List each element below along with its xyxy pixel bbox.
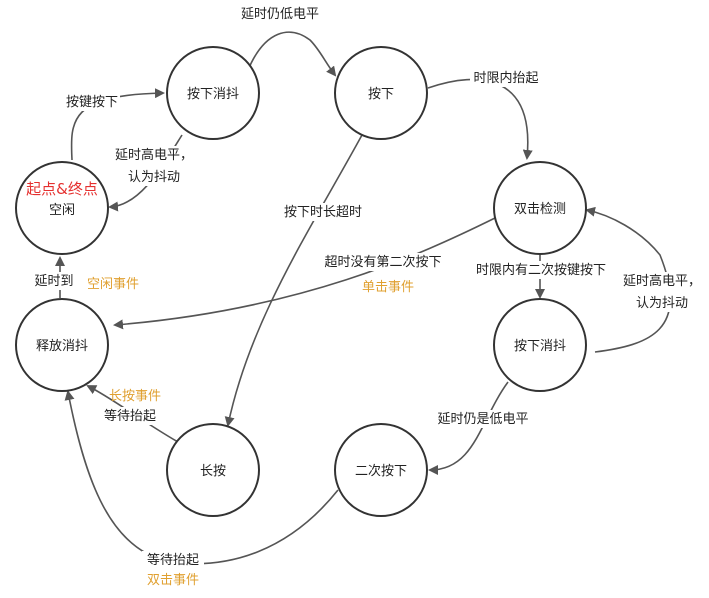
node-idle: 起点&终点 空闲 [15, 161, 109, 255]
label-debounce2-to-double: 延时仍是低电平 [437, 412, 528, 427]
label-pressed-to-check: 时限内抬起 [473, 70, 538, 86]
node-release-debounce: 释放消抖 [15, 298, 109, 392]
label-release-to-idle: 延时到 [34, 274, 73, 289]
label-debounce2-to-check-2: 认为抖动 [636, 296, 688, 311]
node-release-debounce-label: 释放消抖 [36, 339, 88, 354]
label-long-wait: 等待抬起 [104, 408, 156, 424]
edge-pressed-to-long [224, 134, 363, 427]
label-debounce2-to-check-1: 延时高电平， [623, 273, 701, 289]
node-pressed-label: 按下 [368, 87, 394, 102]
edge-debounce-to-pressed [247, 31, 337, 77]
label-debounce-to-pressed: 延时仍低电平 [241, 7, 319, 22]
edge-idle-to-debounce [70, 88, 165, 161]
node-double-press-label: 二次按下 [355, 463, 407, 479]
label-pressed-to-long: 按下时长超时 [284, 205, 362, 220]
edge-check-timeout [113, 217, 496, 330]
node-long-press: 长按 [166, 423, 260, 517]
node-idle-label: 空闲 [49, 203, 75, 218]
node-pressed: 按下 [334, 46, 428, 140]
label-long-event: 长按事件 [109, 389, 161, 404]
label-double-wait: 等待抬起 [147, 552, 199, 568]
node-double-press: 二次按下 [334, 423, 428, 517]
node-long-press-label: 长按 [200, 464, 226, 479]
label-idle-event: 空闲事件 [87, 277, 139, 292]
edge-pressed-to-check [427, 78, 533, 160]
node-idle-start-label: 起点&终点 [26, 180, 98, 198]
node-press-debounce-label: 按下消抖 [187, 87, 239, 102]
node-press-debounce: 按下消抖 [166, 46, 260, 140]
edge-debounce2-to-check [585, 206, 671, 353]
label-check-timeout: 超时没有第二次按下 [324, 254, 441, 270]
label-double-event: 双击事件 [147, 573, 199, 588]
node-press-debounce2-label: 按下消抖 [514, 339, 566, 354]
label-debounce-to-idle-1: 延时高电平， [115, 147, 193, 163]
label-idle-to-debounce: 按键按下 [66, 95, 118, 110]
node-press-debounce2: 按下消抖 [493, 298, 587, 392]
label-debounce-to-idle-2: 认为抖动 [128, 170, 180, 185]
label-check-single-event: 单击事件 [362, 280, 414, 295]
node-double-check-label: 双击检测 [514, 202, 566, 217]
label-check-to-debounce2: 时限内有二次按键按下 [476, 262, 606, 278]
edge-debounce2-to-double [428, 381, 509, 475]
node-double-check: 双击检测 [493, 161, 587, 255]
